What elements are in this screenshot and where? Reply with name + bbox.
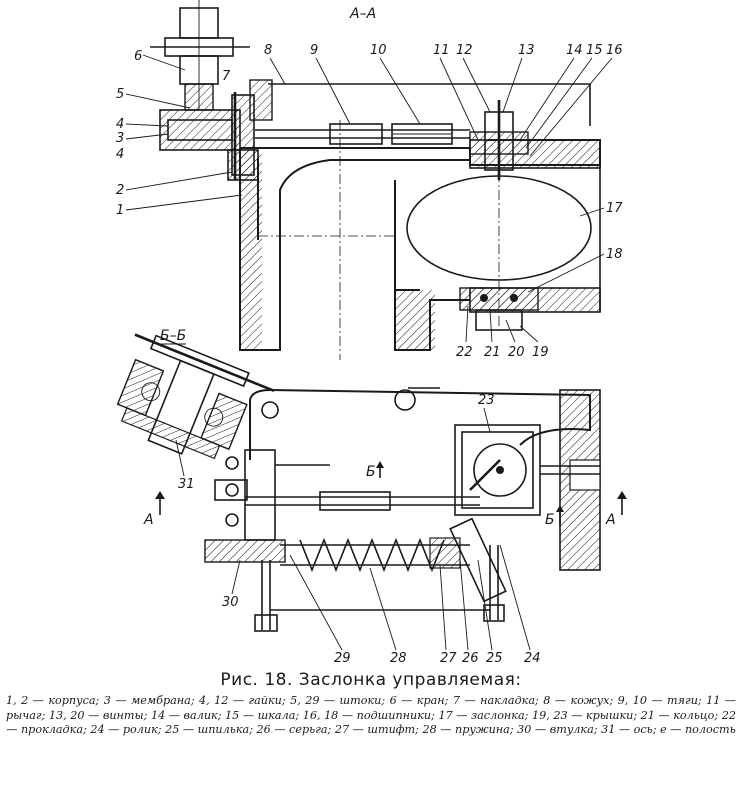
lower-bearing	[459, 287, 539, 331]
callout-17: 17	[606, 201, 623, 216]
callout-20: 20	[508, 345, 525, 360]
callouts-aa: 6 7 5 4 3 4 2 1 8 9 10 11 12 13	[116, 43, 623, 360]
figure-caption: Рис. 18. Заслонка управляемая: 1, 2 — ко…	[0, 670, 742, 738]
callout-23: 23	[478, 393, 495, 408]
callout-25: 25	[486, 651, 503, 666]
callout-31: 31	[178, 477, 195, 492]
marker-a-right: А	[605, 512, 616, 528]
callout-16: 16	[606, 43, 623, 58]
plan-view: А А Б Б 23 30 29 28 27 26 25	[143, 387, 627, 666]
callout-27: 27	[440, 651, 457, 666]
technical-drawing: А–А	[116, 0, 627, 666]
scale-cover	[454, 424, 600, 516]
callout-1: 1	[116, 203, 124, 218]
callout-12: 12	[456, 43, 473, 58]
callout-24: 24	[524, 651, 541, 666]
callout-7: 7	[222, 69, 231, 84]
callout-18: 18	[606, 247, 623, 262]
left-bracket	[214, 449, 330, 541]
marker-a-left: А	[143, 512, 154, 528]
callout-26: 26	[462, 651, 479, 666]
callout-11: 11	[433, 43, 450, 58]
marker-b-right: Б	[545, 512, 555, 528]
callouts-plan: 23 30 29 28 27 26 25 24	[222, 393, 541, 666]
callout-29: 29	[334, 651, 351, 666]
callout-15: 15	[586, 43, 603, 58]
callout-8: 8	[264, 43, 272, 58]
casing-cover	[268, 83, 591, 126]
section-markers: А А Б Б	[143, 461, 627, 528]
spring-assembly	[204, 517, 507, 632]
callout-2: 2	[116, 183, 124, 198]
section-bb-label: Б–Б	[160, 328, 186, 344]
callout-3: 3	[116, 131, 124, 146]
callout-19: 19	[532, 345, 549, 360]
callout-21: 21	[484, 345, 501, 360]
callout-13: 13	[518, 43, 535, 58]
caption-legend: 1, 2 — корпуса; 3 — мембрана; 4, 12 — га…	[6, 694, 736, 736]
callout-30: 30	[222, 595, 239, 610]
section-aa-label: А–А	[349, 6, 376, 22]
callout-22: 22	[456, 345, 473, 360]
callout-6: 6	[134, 49, 142, 64]
callout-14: 14	[566, 43, 583, 58]
callout-5: 5	[116, 87, 124, 102]
marker-b-top: Б	[366, 464, 376, 480]
callout-10: 10	[370, 43, 387, 58]
rod-assembly	[255, 123, 470, 145]
callout-4b: 4	[116, 147, 124, 162]
section-bb-view: Б–Б 31	[116, 328, 275, 492]
callout-9: 9	[310, 43, 318, 58]
caption-title: Рис. 18. Заслонка управляемая:	[220, 670, 522, 690]
section-aa-view: А–А	[116, 0, 623, 360]
callout-4: 4	[116, 117, 124, 132]
callout-28: 28	[390, 651, 407, 666]
main-body	[239, 120, 601, 360]
